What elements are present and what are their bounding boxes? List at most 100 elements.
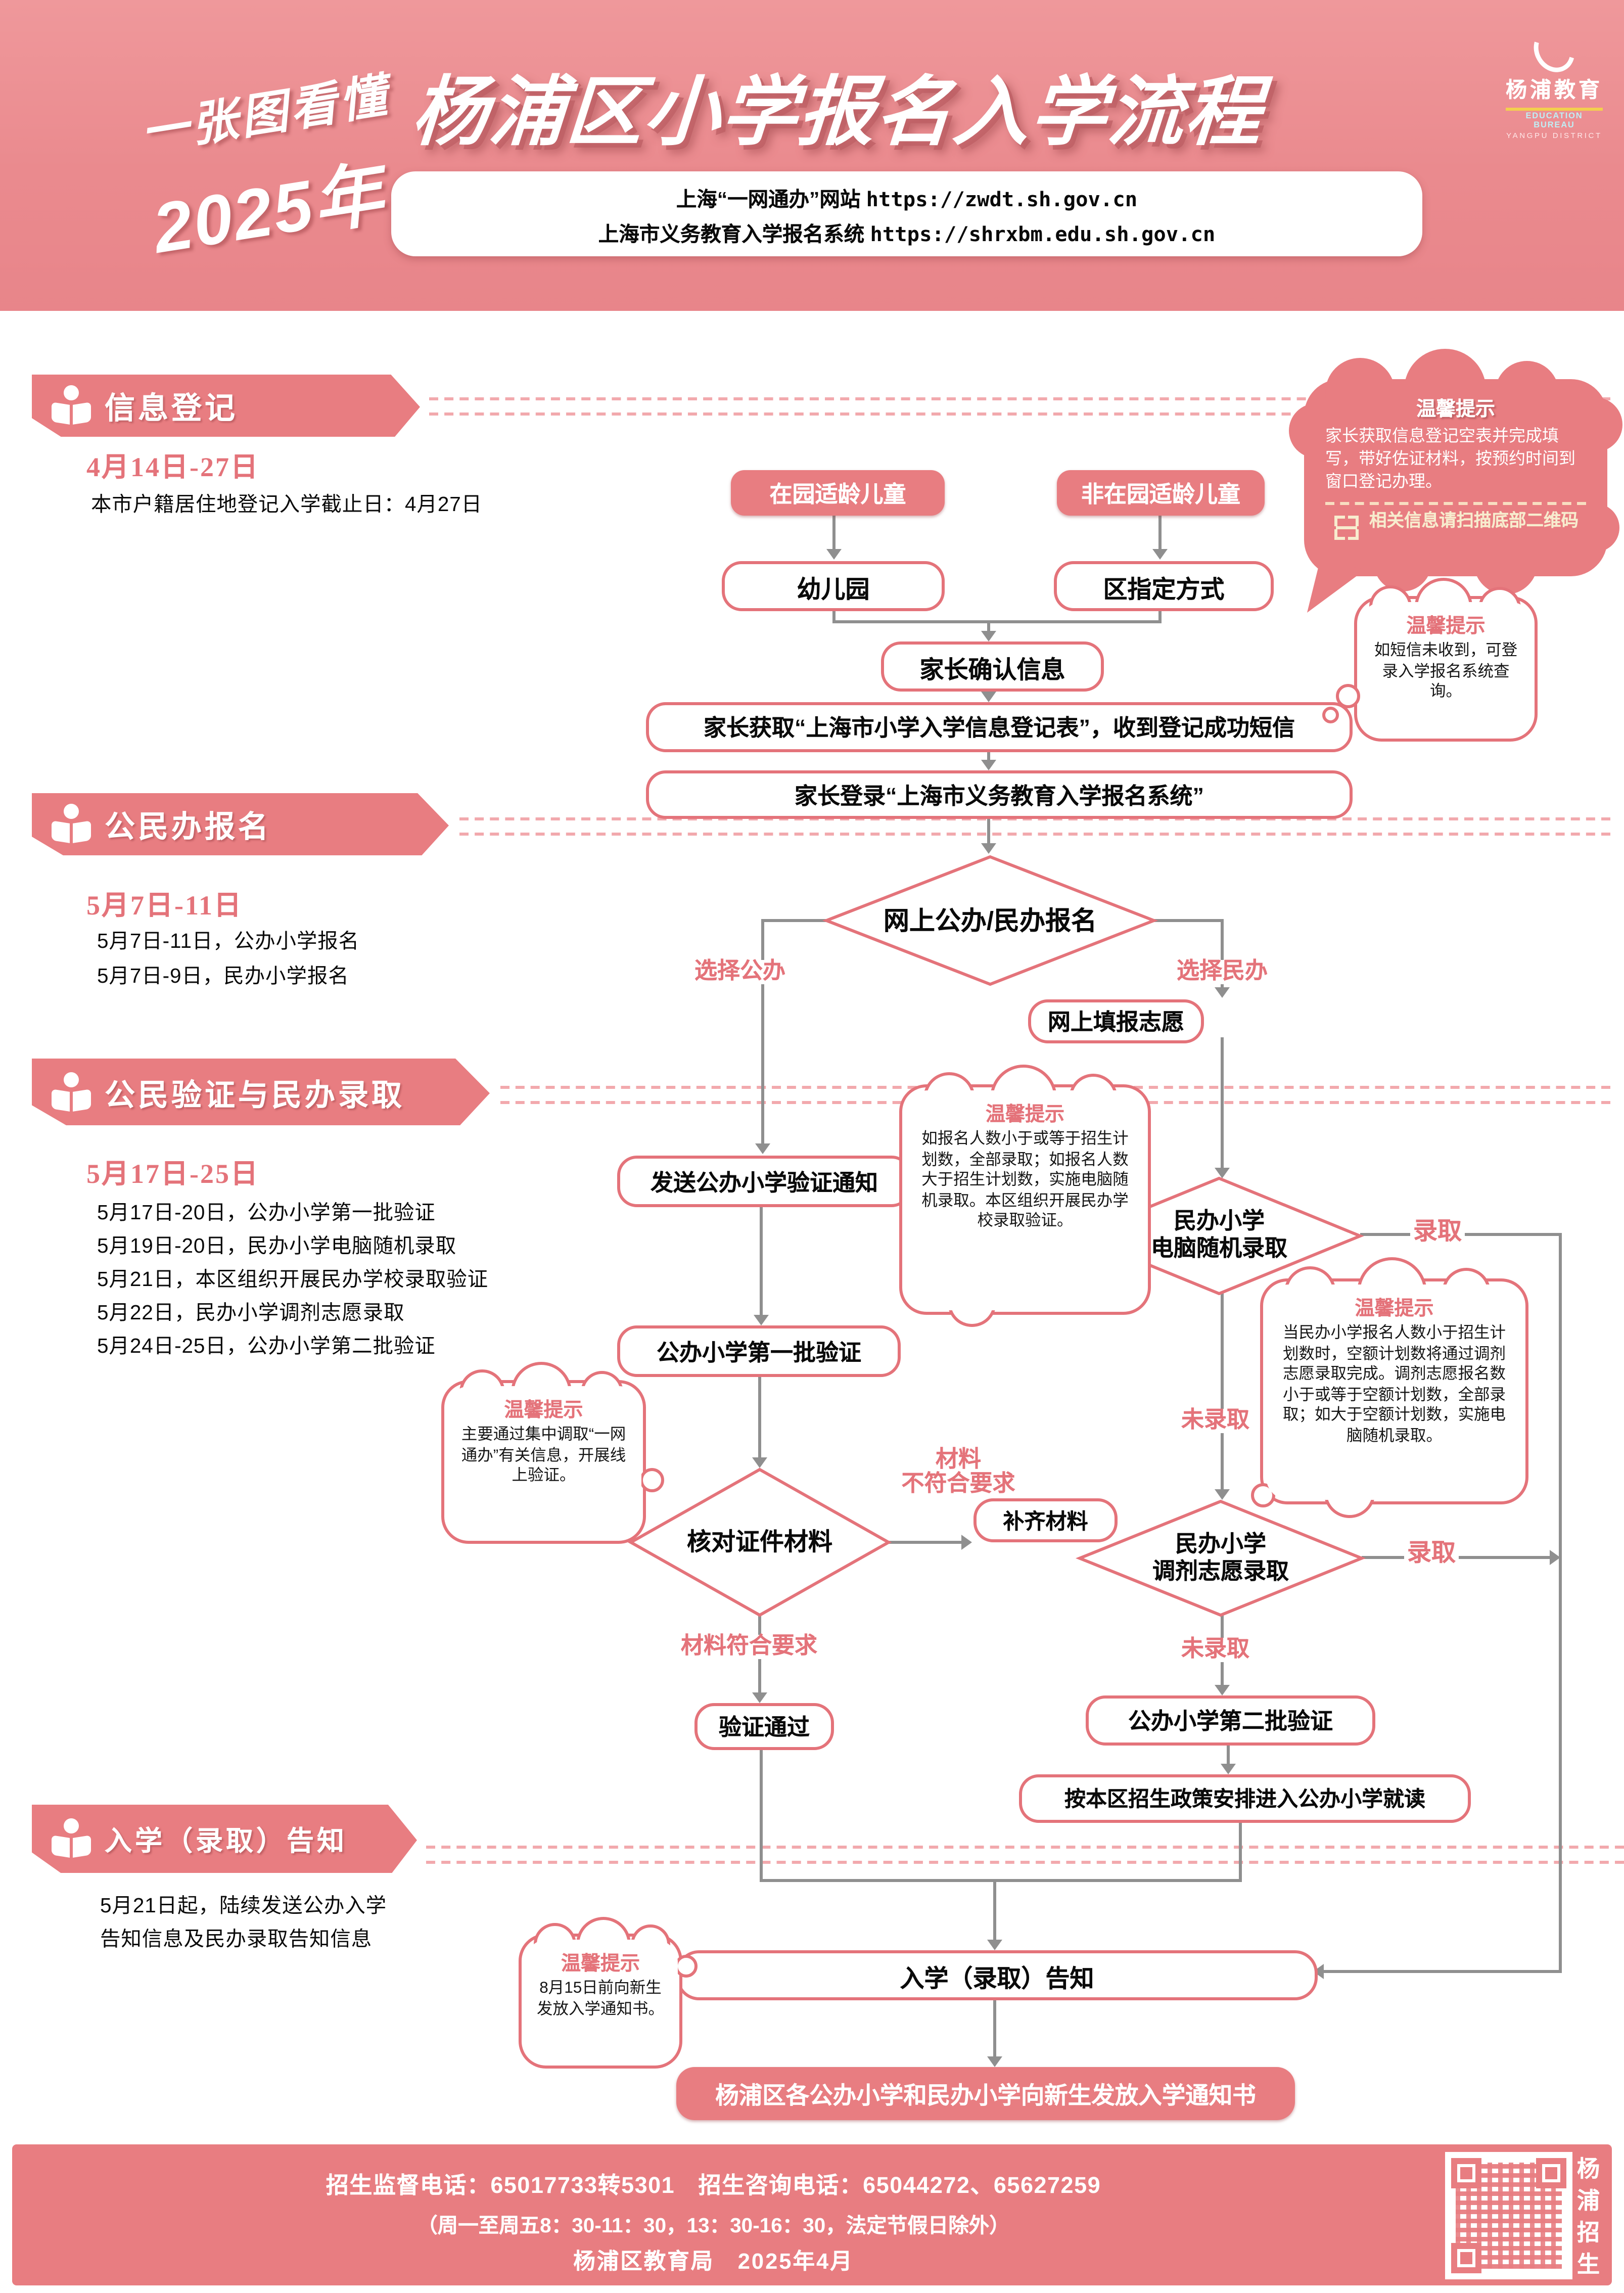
flow-line [987, 813, 990, 843]
decision-label: 网上公办/民办报名 [883, 906, 1097, 935]
label-line: 材料 [935, 1447, 981, 1473]
section3-note: 5月21日，本区组织开展民办学校录取验证 [97, 1268, 489, 1291]
label-materials-not-qualified: 材料 不符合要求 [895, 1448, 1022, 1497]
flow-line [1158, 516, 1162, 549]
node-parent-get-registration-form: 家长获取“上海市小学入学信息登记表”，收到登记成功短信 [646, 702, 1353, 752]
tip-note: 相关信息请扫描底部二维码 [1369, 513, 1579, 531]
flow-line [758, 1371, 761, 1457]
header-tagline-line2: 2025年 [148, 153, 390, 268]
label-line: 不符合要求 [901, 1471, 1015, 1497]
node-schools-send-admission-letters: 杨浦区各公办小学和民办小学向新生发放入学通知书 [676, 2067, 1295, 2120]
node-kindergarten: 幼儿园 [722, 561, 945, 611]
decision-label: 核对证件材料 [686, 1529, 832, 1555]
section2-date: 5月7日-11日 [86, 890, 243, 921]
arrowhead [752, 1457, 767, 1468]
tip-bubble-adjustment-rule: 温馨提示 当民办小学报名人数小于招生计划数时，空额计划数将通过调剂志愿录取完成。… [1251, 1257, 1528, 1518]
node-public-first-batch-verification: 公办小学第一批验证 [617, 1325, 901, 1377]
tip-title: 温馨提示 [1406, 614, 1486, 637]
cloud-tail-dot [640, 1468, 664, 1492]
person-reading-icon [52, 1818, 91, 1859]
flow-line [1221, 1037, 1224, 1168]
cloud-bump [1404, 349, 1486, 431]
arrowhead [752, 1692, 767, 1703]
node-verification-passed: 验证通过 [694, 1703, 834, 1750]
link1-url[interactable]: https://zwdt.sh.gov.cn [866, 187, 1138, 212]
tip-bubble-private-registration-rule: 温馨提示 如报名人数小于或等于招生计划数，全部录取；如报名人数大于招生计划数，实… [899, 1065, 1151, 1327]
tip-body: 如报名人数小于或等于招生计划数，全部录取；如报名人数大于招生计划数，实施电脑随机… [921, 1130, 1129, 1230]
cloud-bump [1374, 534, 1431, 591]
section3-note: 5月22日，民办小学调剂志愿录取 [97, 1301, 405, 1324]
link2-url[interactable]: https://shrxbm.edu.sh.gov.cn [870, 222, 1216, 247]
qr-finder-pattern [1451, 2158, 1481, 2188]
tip-bubble-sms: 温馨提示 如短信未收到，可登录入学报名系统查询。 [1322, 578, 1538, 742]
logo-swoosh-icon [1526, 20, 1583, 80]
section-title: 入学（录取）告知 [105, 1825, 347, 1856]
flow-line [832, 605, 836, 623]
node-parent-login-system: 家长登录“上海市义务教育入学报名系统” [646, 770, 1353, 819]
flow-line [987, 620, 990, 632]
arrowhead [1550, 1550, 1560, 1565]
tip-divider [1325, 502, 1586, 505]
section4-note: 5月21日起，陆续发送公办入学 [100, 1894, 387, 1917]
label-choose-private: 选择民办 [1174, 959, 1271, 984]
flow-line [1322, 1970, 1562, 1973]
tip-bubble-info-registration: 温馨提示 家长获取信息登记空表并完成填写，带好佐证材料，按预约时间到窗口登记办理… [1289, 349, 1622, 613]
section2-note: 5月7日-9日，民办小学报名 [97, 965, 349, 987]
flow-line [832, 516, 836, 549]
separator-dashed-line [426, 1861, 1624, 1864]
cloud-bump [1474, 531, 1538, 594]
cloud-bump [1571, 503, 1619, 552]
page-title: 杨浦区小学报名入学流程 [409, 70, 1266, 155]
node-admission-notice: 入学（录取）告知 [676, 1950, 1318, 2000]
label-materials-qualified: 材料符合要求 [678, 1634, 821, 1659]
link-line-1: 上海“一网通办”网站 https://zwdt.sh.gov.cn [391, 181, 1422, 212]
link-line-2: 上海市义务教育入学报名系统 https://shrxbm.edu.sh.gov.… [391, 216, 1422, 247]
arrowhead [826, 549, 842, 560]
flow-line [761, 919, 826, 922]
header: 一张图看懂 2025年 杨浦区小学报名入学流程 上海“一网通办”网站 https… [0, 0, 1624, 311]
arrowhead [981, 760, 996, 770]
separator-dashed-line [429, 412, 1610, 416]
qr-finder-pattern [1451, 2243, 1481, 2273]
label-not-admitted: 未录取 [1178, 1637, 1253, 1662]
section-title: 公民办报名 [105, 811, 271, 845]
links-card: 上海“一网通办”网站 https://zwdt.sh.gov.cn 上海市义务教… [391, 171, 1422, 256]
section1-note: 本市户籍居住地登记入学截止日：4月27日 [91, 493, 483, 516]
logo-name-cn: 杨浦教育 [1506, 77, 1603, 102]
flow-line [987, 746, 990, 760]
tip-title: 温馨提示 [985, 1103, 1064, 1125]
cloud-bump [1495, 361, 1559, 425]
cloud-tail-dot [1336, 684, 1360, 708]
separator-dashed-line [459, 833, 1610, 836]
node-public-second-batch-verification: 公办小学第二批验证 [1086, 1695, 1375, 1746]
tip-title: 温馨提示 [561, 1952, 640, 1975]
section-title: 公民验证与民办录取 [105, 1079, 405, 1113]
node-parent-confirm-info: 家长确认信息 [881, 641, 1104, 692]
footer: 招生监督电话：65017733转5301 招生咨询电话：65044272、656… [12, 2144, 1612, 2285]
person-reading-icon [52, 385, 91, 426]
tip-body: 主要通过集中调取“一网通办”有关信息，开展线上验证。 [461, 1426, 626, 1485]
section2-note: 5月7日-11日，公办小学报名 [97, 930, 360, 952]
flow-line [993, 1994, 996, 2056]
node-supplement-materials: 补齐材料 [973, 1498, 1118, 1542]
node-send-public-verification-notice: 发送公办小学验证通知 [617, 1156, 911, 1207]
decision-private-adjustment-admission: 民办小学调剂志愿录取 [1080, 1501, 1362, 1615]
flow-line [760, 1201, 763, 1315]
flow-line [1221, 1292, 1224, 1489]
arrowhead [1215, 987, 1230, 998]
node-non-kindergarten-children: 非在园适龄儿童 [1057, 470, 1265, 516]
decision-check-documents: 核对证件材料 [631, 1470, 889, 1615]
arrowhead [981, 692, 996, 702]
section-banner-verification-admission: 公民验证与民办录取 [32, 1059, 490, 1125]
arrowhead [961, 1535, 972, 1550]
node-district-assigned-way: 区指定方式 [1054, 561, 1274, 611]
node-kindergarten-children: 在园适龄儿童 [731, 470, 945, 516]
flow-line [1221, 919, 1224, 987]
tip-title: 温馨提示 [1416, 397, 1495, 420]
footer-hours: （周一至周五8：30-11：30，13：30-16：30，法定节假日除外） [417, 2214, 1010, 2237]
qr-code [1445, 2152, 1572, 2279]
flow-line [1158, 605, 1162, 623]
person-reading-icon [52, 1071, 91, 1113]
